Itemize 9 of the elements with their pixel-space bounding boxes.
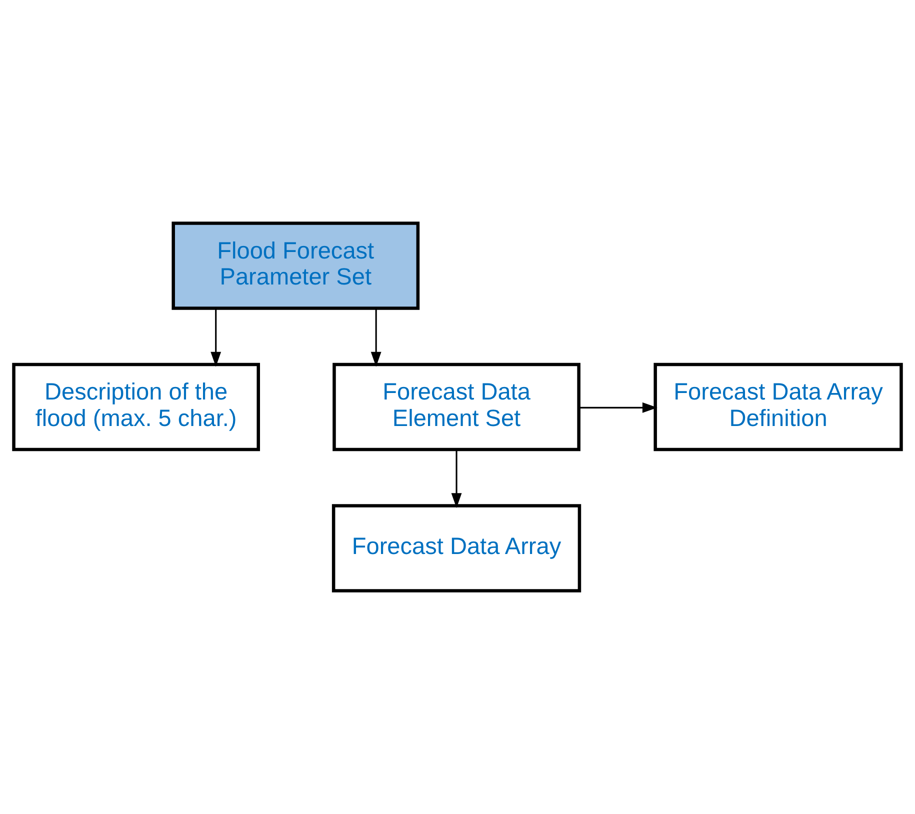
- arrow: [370, 308, 382, 367]
- node-box: Forecast Data Array Definition: [654, 362, 903, 452]
- arrow: [210, 308, 222, 367]
- node-box: Forecast Data Array: [332, 504, 582, 592]
- node-box: Flood Forecast Parameter Set: [172, 222, 420, 310]
- node-box: Description of the flood (max. 5 char.): [12, 362, 260, 452]
- node-box: Forecast Data Element Set: [332, 362, 580, 452]
- arrow: [451, 450, 462, 508]
- arrow: [579, 402, 658, 413]
